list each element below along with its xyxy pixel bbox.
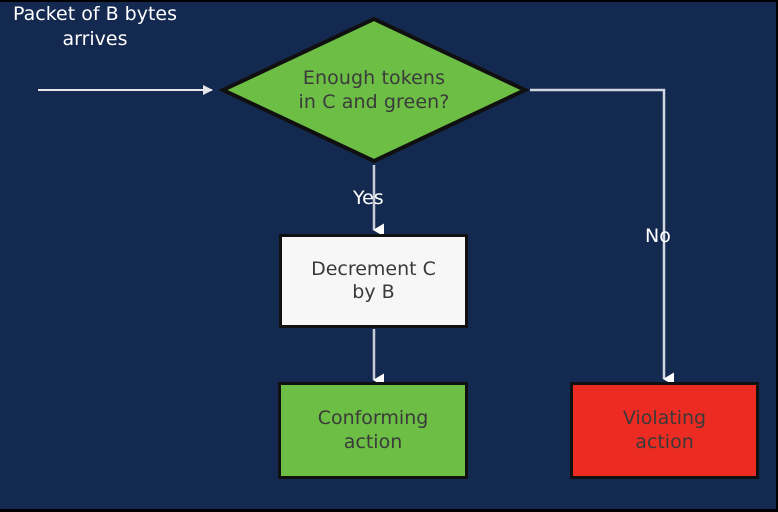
decision-diamond-shape [219,16,529,164]
terminal-conforming-action[interactable]: Conforming action [278,382,468,479]
terminal-conforming-line1: Conforming [317,407,429,430]
process-decrement-line1: Decrement C [311,257,436,280]
decision-diamond-label: Enough tokens in C and green? [219,15,529,165]
process-decrement[interactable]: Decrement C by B [279,234,468,328]
edge-no-arrow [530,88,674,386]
decision-diamond[interactable]: Enough tokens in C and green? [219,15,529,165]
source-label: Packet of B bytes arrives [0,2,190,51]
source-label-line1: Packet of B bytes [13,3,177,25]
terminal-violating-line2: action [635,430,694,453]
edge-label-yes: Yes [353,187,384,209]
terminal-conforming-line2: action [343,430,403,453]
decision-label-line1: Enough tokens [302,66,446,89]
terminal-violating-action[interactable]: Violating action [570,382,759,479]
edge-label-no: No [645,225,671,247]
source-label-line2: arrives [62,27,128,50]
process-decrement-line2: by B [352,281,395,303]
terminal-violating-line1: Violating [622,407,707,430]
decision-label-line2: in C and green? [298,91,450,113]
